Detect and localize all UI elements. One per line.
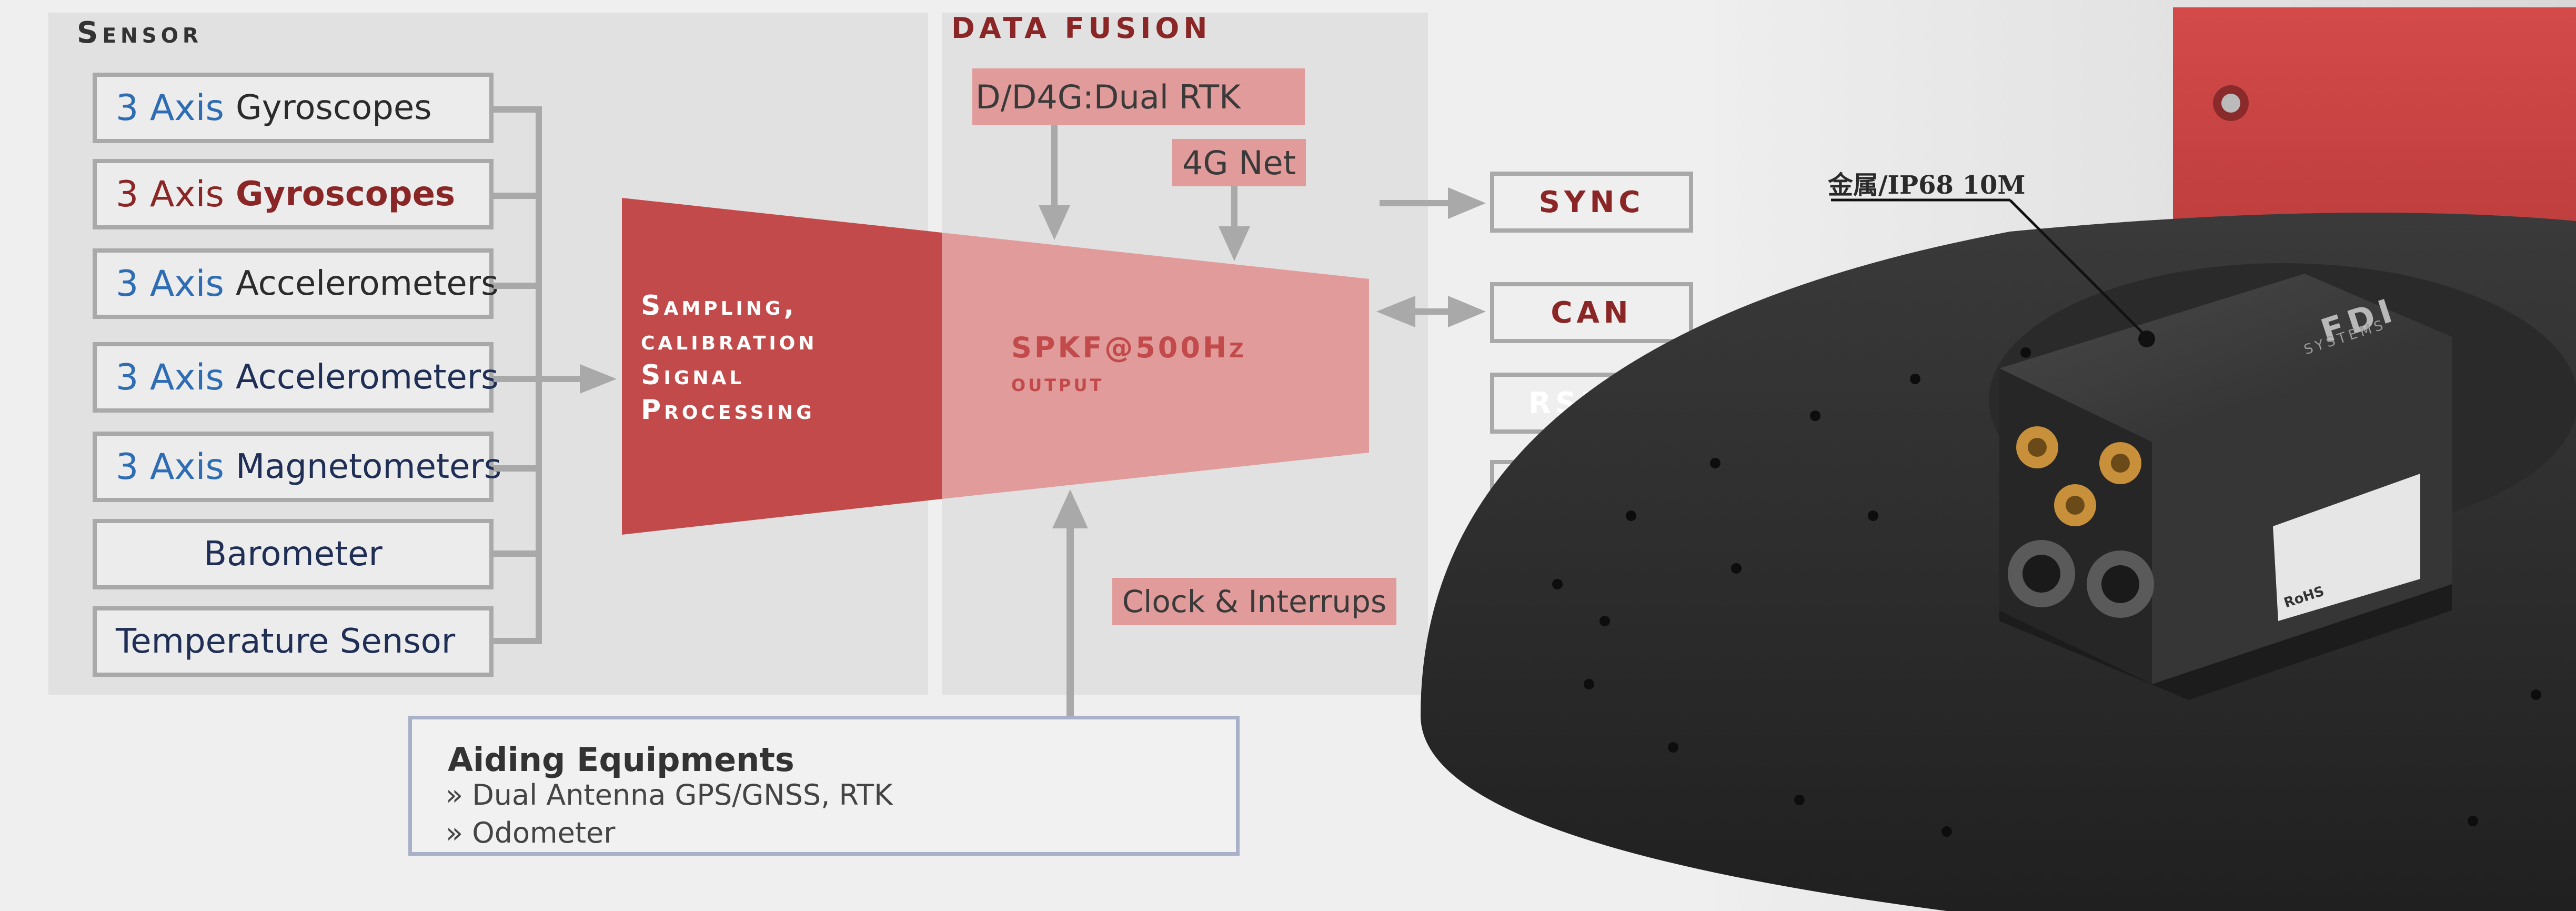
device-top xyxy=(1999,274,2452,442)
rig-bolt-head xyxy=(2221,94,2240,113)
fusion-funnel xyxy=(942,233,1369,499)
sensor-box: 3 Axis Gyroscopes xyxy=(93,73,494,143)
aiding-item-odometer: » Odometer xyxy=(446,816,616,849)
sensor-name: Gyroscopes xyxy=(235,175,456,214)
sensor-axis-label: 3 Axis xyxy=(116,263,224,305)
sensor-box: Temperature Sensor xyxy=(93,606,494,677)
sensor-name: Accelerometers xyxy=(235,358,499,397)
sensor-box: 3 Axis Gyroscopes xyxy=(93,159,494,229)
sensor-axis-label: 3 Axis xyxy=(116,356,224,398)
processing-funnel xyxy=(622,198,942,535)
processing-line-2: calibration xyxy=(641,325,818,356)
fusion-line-2: output xyxy=(1011,368,1104,397)
fusion-text: SPKF@500Hz output xyxy=(1011,331,1246,400)
processing-line-1: Sampling, xyxy=(641,290,798,322)
rtk-label: D/D4G:Dual RTK xyxy=(972,68,1305,125)
sensor-name: Magnetometers xyxy=(235,447,502,486)
sensor-name: Gyroscopes xyxy=(235,88,432,127)
sensor-box: 3 Axis Accelerometers xyxy=(93,248,498,319)
sensor-box: Barometer xyxy=(93,519,494,589)
callout-leader xyxy=(2009,199,2148,338)
callout-label: 金属/IP68 10M xyxy=(1828,171,2026,200)
net-label: 4G Net xyxy=(1172,139,1306,186)
sensor-name: Accelerometers xyxy=(235,264,499,303)
device-sticker xyxy=(2273,474,2420,621)
device-connectors xyxy=(2008,426,2154,618)
turntable-holes xyxy=(1552,347,2541,837)
sensor-box: 3 Axis Accelerometers xyxy=(93,342,498,413)
sensor-axis-label: 3 Axis xyxy=(116,446,224,488)
fusion-panel-title: DATA FUSION xyxy=(951,12,1212,45)
output-can: CAN xyxy=(1490,282,1693,343)
sensor-box: 3 Axis Magnetometers xyxy=(93,432,501,502)
aiding-item-gps: » Dual Antenna GPS/GNSS, RTK xyxy=(446,778,893,812)
sensor-axis-label: 3 Axis xyxy=(116,173,224,215)
clock-label: Clock & Interrups xyxy=(1112,578,1396,625)
sensor-bracket xyxy=(494,106,580,644)
input-arrows xyxy=(1039,124,1250,718)
fusion-line-1: SPKF@500Hz xyxy=(1011,331,1246,364)
callout-dot xyxy=(2138,331,2155,347)
processing-text: Sampling, calibration Signal Processing xyxy=(641,288,818,427)
sensor-axis-label: 3 Axis xyxy=(116,87,224,129)
output-sync: SYNC xyxy=(1490,172,1693,233)
sensor-to-processing-arrow xyxy=(580,364,617,394)
device-side xyxy=(2152,337,2452,684)
sensor-panel-title: Sensor xyxy=(77,16,203,50)
aiding-title: Aiding Equipments xyxy=(448,740,794,779)
output-arrows xyxy=(1376,187,1486,327)
processing-line-4: Processing xyxy=(641,394,815,426)
processing-line-3: Signal xyxy=(641,359,745,391)
aiding-box: Aiding Equipments » Dual Antenna GPS/GNS… xyxy=(408,716,1240,856)
sensor-name: Temperature Sensor xyxy=(116,622,456,661)
sensor-name: Barometer xyxy=(204,535,383,574)
